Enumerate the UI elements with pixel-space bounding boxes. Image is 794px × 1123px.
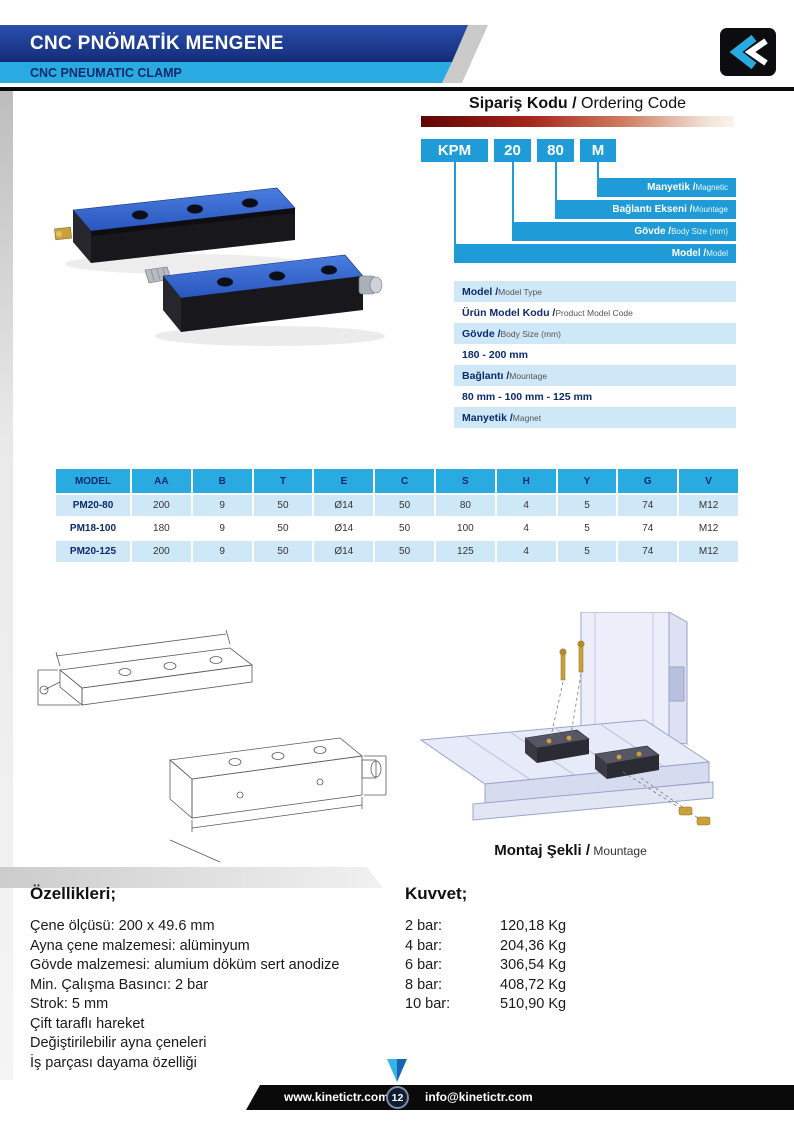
feature-item: Min. Çalışma Basıncı: 2 bar (30, 976, 209, 993)
code-part-magnet: M (580, 139, 616, 162)
feature-item: Gövde malzemesi: alumium döküm sert anod… (30, 957, 340, 973)
code-part-body: 20 (494, 139, 531, 162)
features-heading: Özellikleri; (30, 884, 116, 903)
page-number-badge: 12 (386, 1086, 409, 1109)
code-level-manyetik: Manyetik / Magnetic (597, 178, 736, 197)
header-subtitle-bar: CNC PNEUMATIC CLAMP (0, 62, 452, 83)
force-row: 2 bar:120,18 Kg (405, 918, 567, 934)
feature-item: Strok: 5 mm (30, 996, 109, 1012)
technical-drawing (37, 629, 387, 863)
ordering-detail-row: 180 - 200 mm (454, 344, 736, 365)
feature-item: Çene ölçüsü: 200 x 49.6 mm (30, 918, 215, 934)
code-level-govde: Gövde / Body Size (mm) (512, 222, 736, 241)
feature-item: Çift taraflı hareket (30, 1015, 145, 1032)
header-divider (0, 87, 794, 91)
mounted-clamp-1 (524, 729, 590, 763)
section-divider-band (0, 867, 383, 888)
ordering-code-heading: Sipariş Kodu / Ordering Code (420, 95, 735, 113)
ordering-detail-row: Bağlantı / Mountage (454, 365, 736, 386)
spec-table-header-row: MODEL AA B T E C S H Y G V (56, 469, 738, 493)
force-section: Kuvvet; 2 bar:120,18 Kg 4 bar:204,36 Kg … (405, 884, 566, 1015)
feature-item: Değiştirilebilir ayna çeneleri (30, 1035, 207, 1051)
table-row: PM18-100 180 9 50 Ø14 50 100 4 5 74 M12 (56, 518, 738, 539)
mountage-caption: Montaj Şekli / Mountage (494, 842, 647, 859)
ordering-detail-row: Model / Model Type (454, 281, 736, 302)
mountage-illustration (419, 612, 714, 826)
ordering-detail-row: Ürün Model Kodu / Product Model Code (454, 302, 736, 323)
footer-email-link[interactable]: info@kinetictr.com (425, 1090, 533, 1104)
header-title-bar: CNC PNÖMATİK MENGENE (0, 25, 468, 62)
connector-line (454, 162, 456, 244)
ordering-detail-row: Gövde / Body Size (mm) (454, 323, 736, 344)
page-subtitle: CNC PNEUMATIC CLAMP (30, 65, 182, 80)
ordering-detail-list: Model / Model Type Ürün Model Kodu / Pro… (454, 281, 736, 428)
feature-item: İş parçası dayama özelliği (30, 1054, 197, 1071)
mounting-screws (550, 640, 711, 826)
left-gradient-strip (0, 91, 13, 1080)
table-row: PM20-125 200 9 50 Ø14 50 125 4 5 74 M12 (56, 541, 738, 562)
footer-bar (246, 1085, 794, 1110)
feature-item: Ayna çene malzemesi: alüminyum (30, 937, 250, 954)
ordering-detail-row: Manyetik / Magnet (454, 407, 736, 428)
footer-website-link[interactable]: www.kinetictr.com (284, 1090, 389, 1104)
red-gradient-bar (421, 116, 734, 127)
connector-line (555, 162, 557, 200)
page-title: CNC PNÖMATİK MENGENE (30, 32, 284, 54)
code-part-model: KPM (421, 139, 488, 162)
force-row: 4 bar:204,36 Kg (405, 937, 567, 954)
ordering-heading-tr: Sipariş Kodu / (469, 95, 577, 112)
force-row: 8 bar:408,72 Kg (405, 976, 567, 993)
force-row: 6 bar:306,54 Kg (405, 957, 567, 973)
features-section: Özellikleri; Çene ölçüsü: 200 x 49.6 mm … (30, 884, 339, 1073)
spec-table: MODEL AA B T E C S H Y G V PM20-80 200 9… (54, 467, 740, 564)
table-row: PM20-80 200 9 50 Ø14 50 80 4 5 74 M12 (56, 495, 738, 516)
ordering-heading-en: Ordering Code (576, 95, 686, 112)
clamp-photo-1 (54, 187, 305, 274)
code-level-model: Model / Model (454, 244, 736, 263)
kinetic-logo-icon (720, 28, 776, 76)
footer-logo (385, 1058, 409, 1089)
force-row: 10 bar:510,90 Kg (405, 996, 567, 1012)
code-part-mount: 80 (537, 139, 574, 162)
clamp-photo-2 (144, 254, 385, 346)
footer-triangle-icon (387, 1059, 407, 1082)
force-heading: Kuvvet; (405, 884, 468, 903)
kinetic-logo (720, 28, 776, 81)
code-level-baglanti: Bağlantı Ekseni / Mountage (555, 200, 736, 219)
connector-line (512, 162, 514, 222)
connector-line (597, 162, 599, 178)
product-photo (54, 187, 385, 346)
mounted-clamp-2 (594, 745, 660, 779)
ordering-detail-row: 80 mm - 100 mm - 125 mm (454, 386, 736, 407)
